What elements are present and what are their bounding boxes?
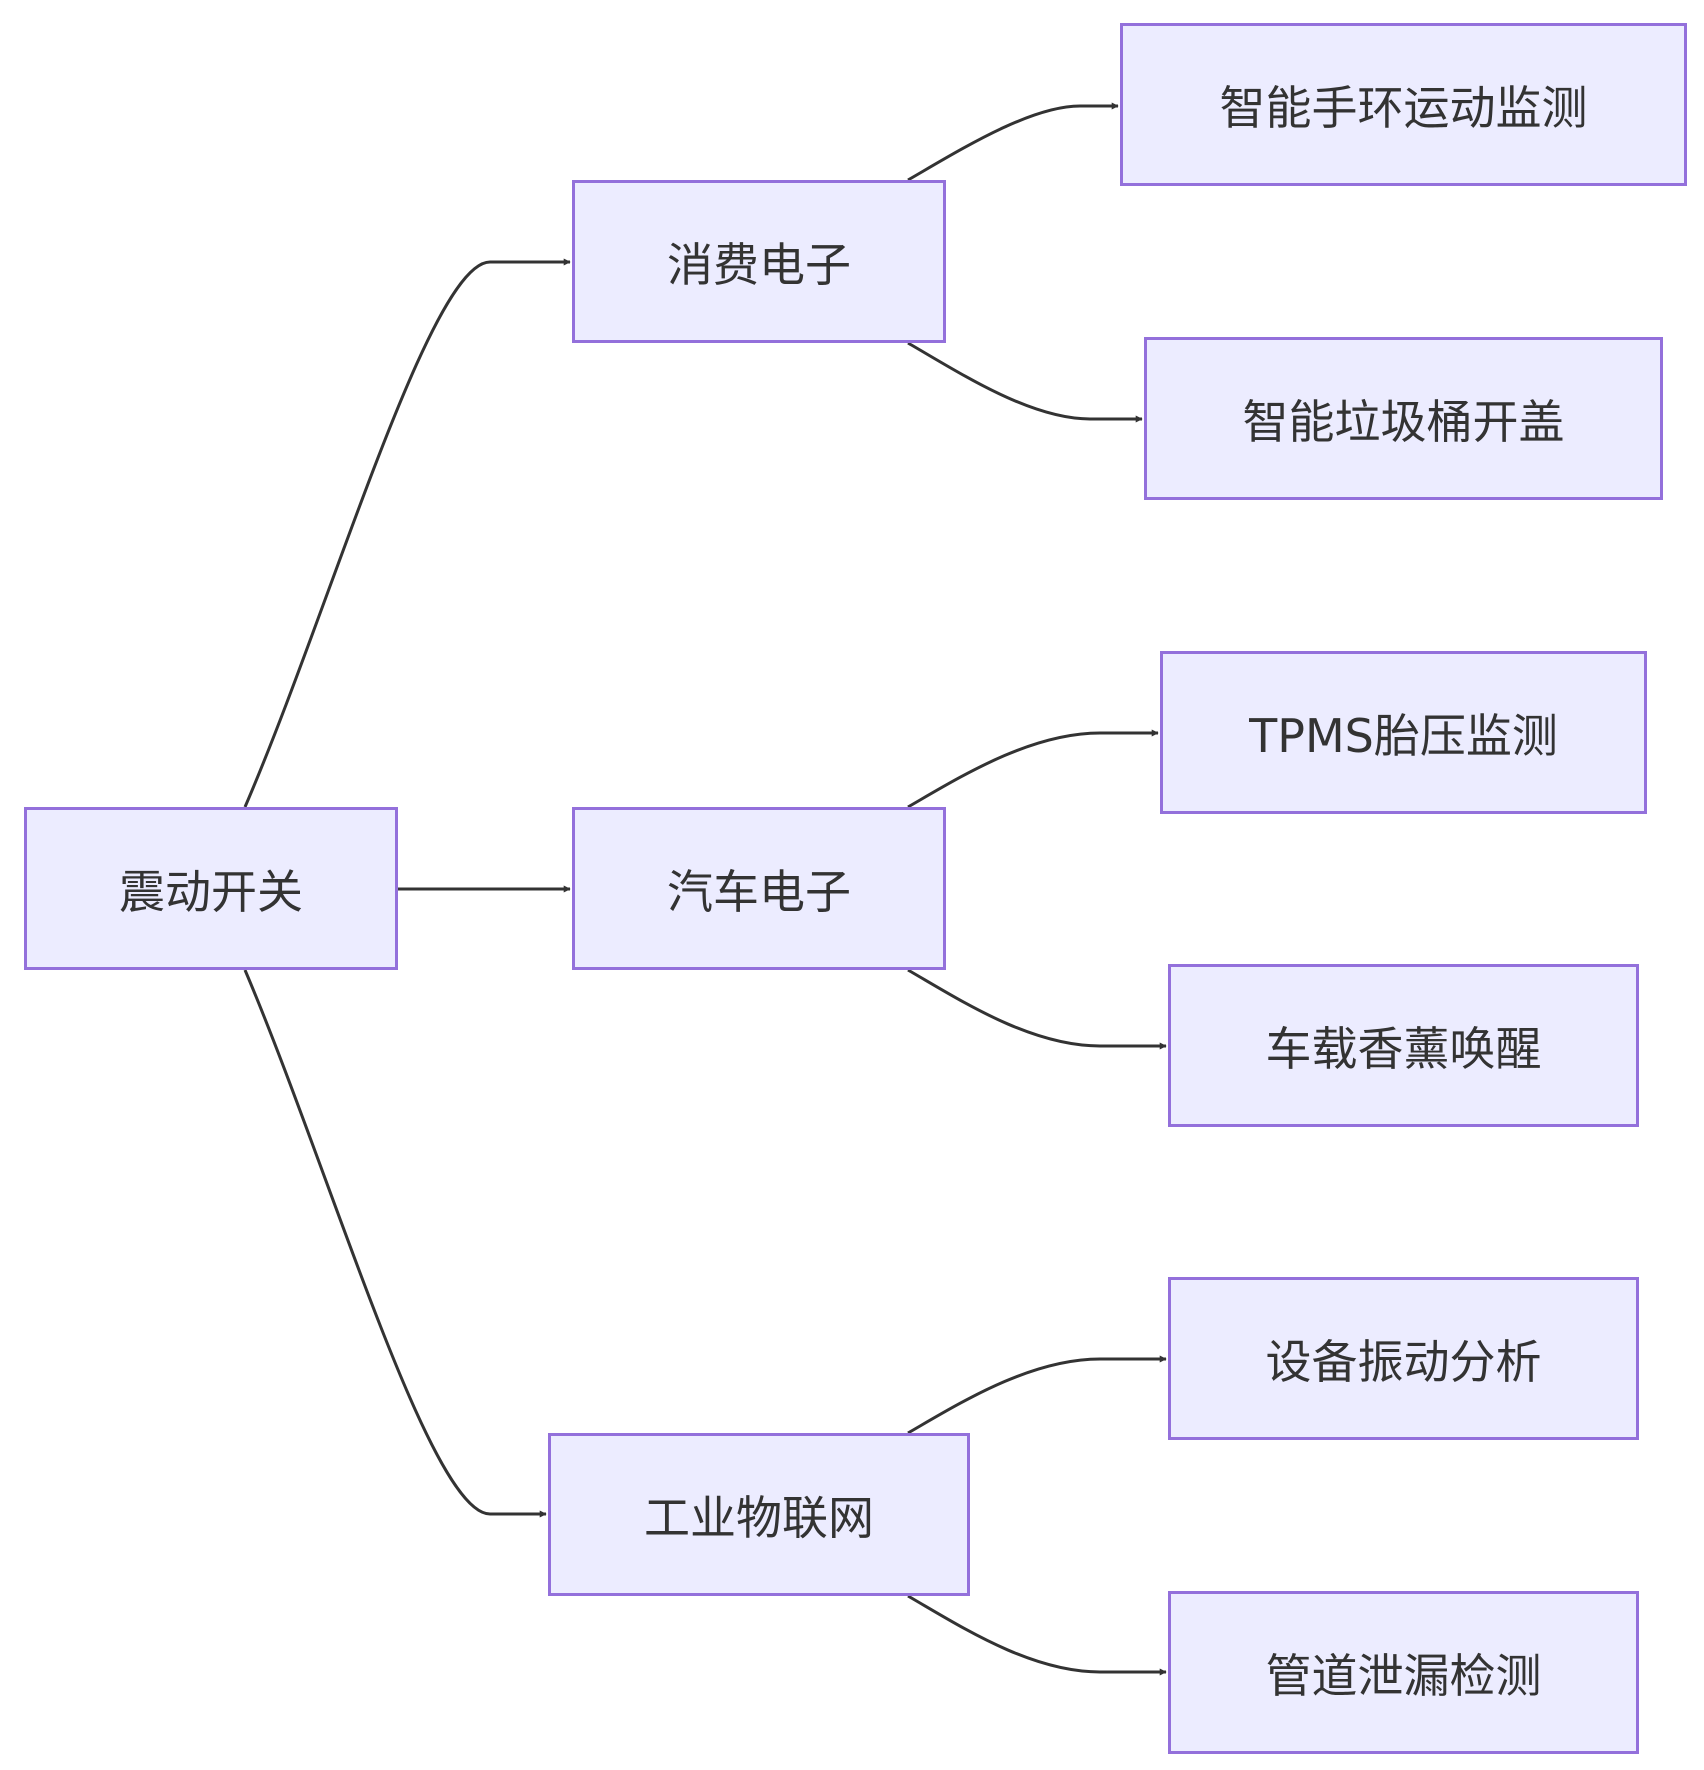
node-industrial-iot-label: 工业物联网 — [644, 1490, 874, 1545]
node-root: 震动开关 — [24, 807, 398, 970]
edge-iiot-equipment — [907, 1355, 1167, 1435]
edge-root-iiot — [243, 969, 547, 1518]
edge-automotive-fragrance — [907, 968, 1167, 1050]
node-pipeline-leak: 管道泄漏检测 — [1168, 1591, 1639, 1754]
node-automotive-electronics: 汽车电子 — [572, 807, 946, 970]
node-equipment-vibration: 设备振动分析 — [1168, 1277, 1639, 1440]
node-car-fragrance-label: 车载香薰唤醒 — [1265, 1021, 1542, 1076]
node-tpms-label: TPMS胎压监测 — [1249, 708, 1558, 763]
edge-iiot-pipeline — [907, 1594, 1167, 1676]
node-root-label: 震动开关 — [119, 864, 303, 919]
node-pipeline-leak-label: 管道泄漏检测 — [1265, 1648, 1542, 1703]
node-wristband-monitoring: 智能手环运动监测 — [1120, 23, 1687, 186]
node-industrial-iot: 工业物联网 — [548, 1433, 970, 1596]
node-smart-trash-can: 智能垃圾桶开盖 — [1144, 337, 1663, 500]
edge-consumer-wristband — [907, 102, 1119, 182]
node-car-fragrance: 车载香薰唤醒 — [1168, 964, 1639, 1127]
node-automotive-electronics-label: 汽车电子 — [667, 864, 851, 919]
node-wristband-monitoring-label: 智能手环运动监测 — [1219, 80, 1588, 135]
node-consumer-electronics: 消费电子 — [572, 180, 946, 343]
node-consumer-electronics-label: 消费电子 — [667, 237, 851, 292]
edge-consumer-trashcan — [907, 341, 1143, 423]
edge-automotive-tpms — [907, 729, 1159, 809]
node-smart-trash-can-label: 智能垃圾桶开盖 — [1242, 394, 1565, 449]
edge-root-consumer — [243, 258, 571, 808]
node-tpms: TPMS胎压监测 — [1160, 651, 1647, 814]
node-equipment-vibration-label: 设备振动分析 — [1265, 1334, 1542, 1389]
